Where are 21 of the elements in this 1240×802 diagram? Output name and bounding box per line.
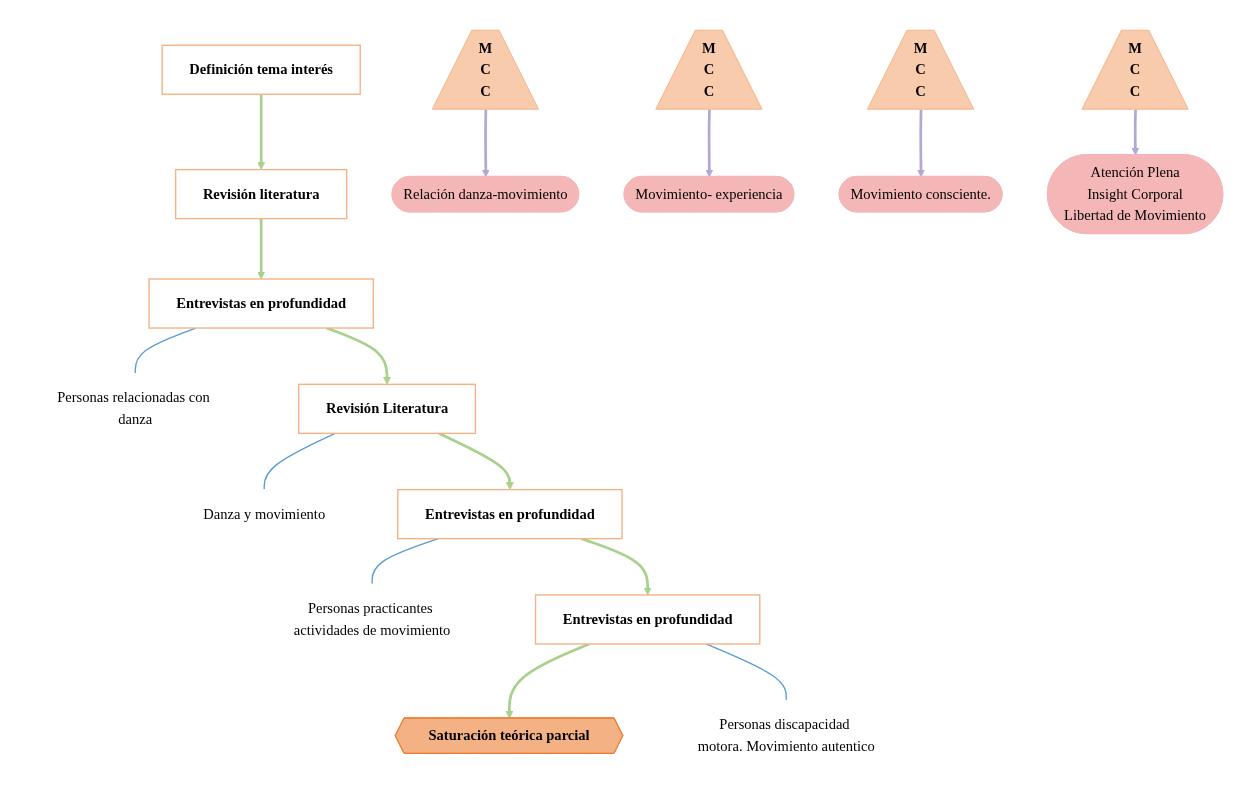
arrow bbox=[505, 643, 590, 720]
node-text: Personas discapacidad motora. Movimiento autentico bbox=[697, 716, 875, 755]
arrow bbox=[1131, 110, 1140, 156]
node-box: Entrevistas en profundidad bbox=[534, 594, 761, 645]
arrow bbox=[917, 110, 925, 178]
node-text: Personas relacionadas con danza bbox=[57, 390, 210, 428]
node-text: Personas practicantes actividades de movimiento bbox=[293, 600, 451, 638]
arrow bbox=[705, 110, 714, 178]
node-box: Entrevistas en profundidad bbox=[397, 489, 623, 540]
node-text: Danza y movimiento bbox=[203, 506, 326, 522]
arrow bbox=[581, 537, 652, 596]
arrow bbox=[257, 218, 266, 280]
arrow bbox=[438, 432, 514, 491]
node-box: Revisión Literatura bbox=[298, 383, 477, 435]
arrow bbox=[481, 110, 490, 178]
arrow bbox=[326, 327, 392, 385]
node-box: Definición tema interés bbox=[161, 44, 361, 96]
node-box: Revisión literatura bbox=[174, 169, 348, 220]
connector bbox=[263, 433, 336, 491]
arrow bbox=[257, 94, 266, 171]
node-box: Entrevistas en profundidad bbox=[148, 278, 374, 330]
